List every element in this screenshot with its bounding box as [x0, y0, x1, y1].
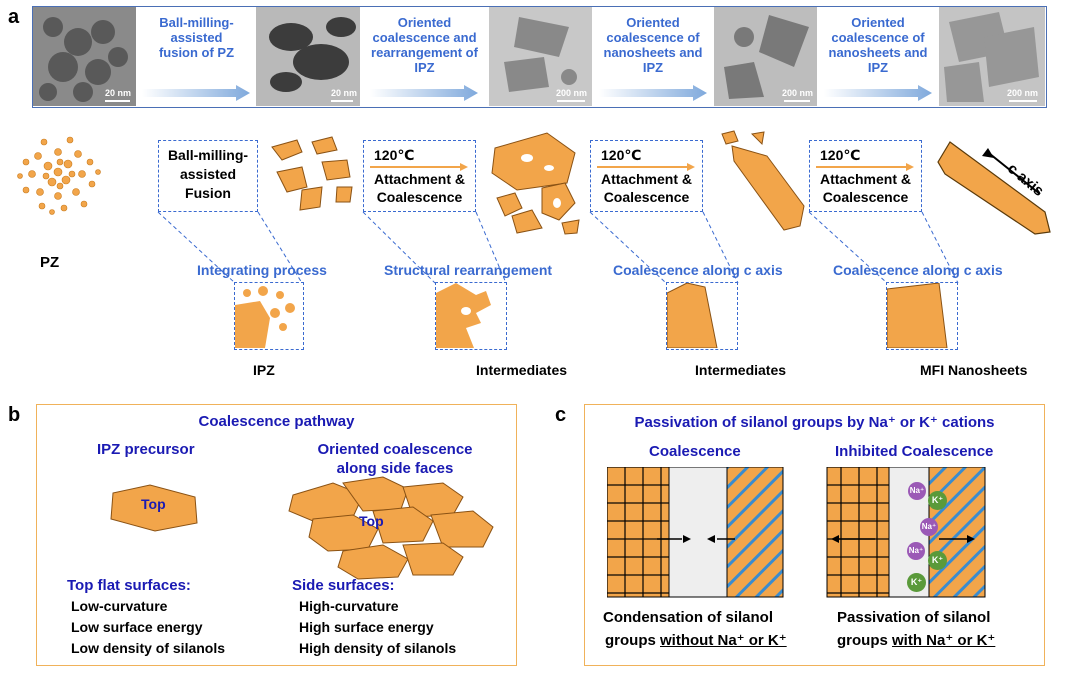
tem-image-intermediate-1: 200 nm: [489, 7, 592, 106]
tem-image-pz: 20 nm: [33, 7, 136, 106]
step-box-attachment-1: 120℃ Attachment & Coalescence: [363, 140, 476, 212]
box-line: assisted: [179, 166, 237, 182]
label-ipz: IPZ: [253, 362, 275, 378]
scale-bar-label: 200 nm: [1007, 88, 1039, 98]
left-list-title: Top flat surfaces:: [67, 577, 191, 594]
panel-b-letter: b: [8, 404, 21, 426]
tem-image-strip: 20 nm Ball-milling-assisted fusion of PZ…: [32, 6, 1047, 108]
zoom-inset-ipz: [234, 282, 304, 350]
tem-step-2: Oriented coalescence and rearrangement o…: [362, 9, 487, 104]
right-list-title: Side surfaces:: [292, 577, 395, 594]
scale-bar-label: 200 nm: [556, 88, 588, 98]
ipz-precursor-sheet: [110, 484, 198, 532]
zoom-connector-lines: [157, 211, 959, 284]
panel-c-box: Passivation of silanol groups by Na⁺ or …: [584, 404, 1045, 666]
pz-particle-cluster: [17, 136, 101, 215]
box-temperature: 120℃: [601, 147, 642, 163]
scale-bar-label: 20 nm: [105, 88, 132, 98]
caption-emphasis: without Na⁺ or K⁺: [660, 632, 787, 649]
zoom-inset-coalescence-2: [886, 282, 958, 350]
tem-step-3: Oriented coalescence of nanosheets and I…: [594, 9, 712, 104]
tem-image-nanosheets: 200 nm: [939, 7, 1045, 106]
step-box-ball-milling: Ball-milling- assisted Fusion: [158, 140, 258, 212]
right-caption-line2: groups with Na⁺ or K⁺: [837, 631, 995, 649]
label-intermediates-1: Intermediates: [476, 362, 568, 378]
oriented-coalescence-heading-2: along side faces: [336, 460, 454, 477]
panel-c-title: Passivation of silanol groups by Na⁺ or …: [634, 414, 995, 431]
label-coalescence-c-axis-1: Coalescence along c axis: [613, 262, 783, 278]
inhibited-coalescence-heading: Inhibited Coalescence: [835, 443, 994, 460]
tem-step-text: Oriented coalescence and rearrangement o…: [371, 15, 478, 75]
box-line: Coalescence: [376, 189, 463, 205]
right-list-item: High density of silanols: [299, 640, 457, 656]
panel-b-title: Coalescence pathway: [198, 413, 355, 430]
box-line: Attachment &: [373, 171, 465, 187]
box-temperature: 120℃: [374, 147, 415, 163]
caption-emphasis: with Na⁺ or K⁺: [892, 632, 996, 649]
box-line: Fusion: [185, 185, 231, 201]
coalesced-sheets: [288, 476, 494, 580]
label-integrating-process: Integrating process: [197, 262, 327, 278]
ion-na-3: Na⁺: [907, 542, 925, 560]
label-pz: PZ: [40, 254, 60, 271]
intermediate-nanosheet: [721, 130, 805, 231]
tem-step-text: Oriented coalescence of nanosheets and I…: [828, 15, 928, 75]
box-line: Attachment &: [819, 171, 911, 187]
tem-step-text: Oriented coalescence of nanosheets and I…: [603, 15, 703, 75]
tem-step-text: Ball-milling-assisted fusion of PZ: [158, 15, 235, 60]
box-line: Coalescence: [822, 189, 909, 205]
step-box-attachment-3: 120℃ Attachment & Coalescence: [809, 140, 922, 212]
ion-k-1: K⁺: [928, 491, 947, 510]
mfi-nanosheet: [937, 141, 1051, 235]
label-mfi-nanosheets: MFI Nanosheets: [920, 362, 1028, 378]
zoom-inset-rearrangement: [435, 282, 507, 350]
box-line: Coalescence: [603, 189, 690, 205]
panel-b-box: Coalescence pathway IPZ precursor Orient…: [36, 404, 517, 666]
label-intermediates-2: Intermediates: [695, 362, 787, 378]
right-list-item: High-curvature: [299, 598, 399, 614]
box-temperature: 120℃: [820, 147, 861, 163]
ion-k-3: K⁺: [907, 573, 926, 592]
left-list-item: Low density of silanols: [71, 640, 226, 656]
ipz-particles: [271, 136, 353, 211]
step-box-attachment-2: 120℃ Attachment & Coalescence: [590, 140, 703, 212]
panel-c-letter: c: [555, 404, 567, 426]
label-structural-rearrangement: Structural rearrangement: [384, 262, 553, 278]
top-label-right: Top: [359, 513, 384, 529]
box-line: Attachment &: [600, 171, 692, 187]
zoom-inset-coalescence-1: [666, 282, 738, 350]
scale-bar-label: 200 nm: [782, 88, 814, 98]
left-list-item: Low-curvature: [71, 598, 168, 614]
ion-k-2: K⁺: [928, 551, 947, 570]
caption-prefix: groups: [837, 632, 892, 649]
ion-na-2: Na⁺: [920, 518, 938, 536]
ion-na-1: Na⁺: [908, 482, 926, 500]
right-list-item: High surface energy: [299, 619, 434, 635]
ipz-precursor-heading: IPZ precursor: [97, 441, 195, 458]
panel-a-letter: a: [8, 6, 20, 28]
top-label-left: Top: [141, 496, 166, 512]
coalescence-heading: Coalescence: [649, 443, 741, 460]
scale-bar-label: 20 nm: [331, 88, 358, 98]
tem-image-ipz: 20 nm: [256, 7, 360, 106]
tem-step-4: Oriented coalescence of nanosheets and I…: [819, 9, 937, 104]
left-caption-line1: Condensation of silanol: [603, 609, 774, 626]
box-line: Ball-milling-: [167, 147, 249, 163]
tem-step-1: Ball-milling-assisted fusion of PZ: [139, 9, 254, 104]
tem-image-intermediate-2: 200 nm: [714, 7, 817, 106]
silanol-schematic: [607, 467, 986, 598]
intermediate-particles-1: [491, 132, 580, 235]
right-caption-line1: Passivation of silanol: [837, 609, 991, 626]
caption-prefix: groups: [605, 632, 660, 649]
left-list-item: Low surface energy: [71, 619, 203, 635]
label-coalescence-c-axis-2: Coalescence along c axis: [833, 262, 1003, 278]
left-caption-line2: groups without Na⁺ or K⁺: [605, 631, 787, 649]
oriented-coalescence-heading-1: Oriented coalescence: [317, 441, 473, 458]
